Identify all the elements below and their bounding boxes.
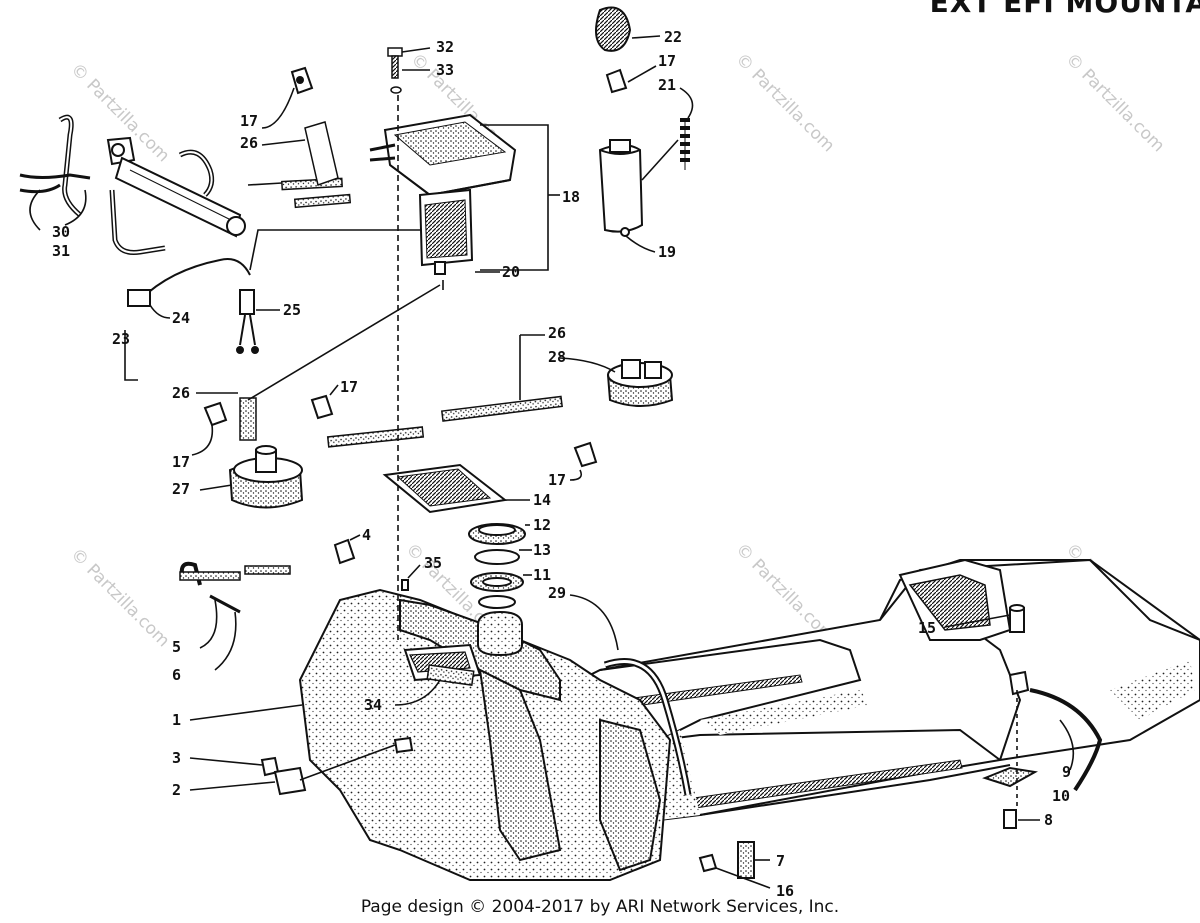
callout-label: 30 xyxy=(52,223,70,241)
callout-label: 13 xyxy=(533,541,551,559)
callout-label: 22 xyxy=(664,28,682,46)
callout-label: 26 xyxy=(240,134,258,152)
gasket-stack xyxy=(382,463,526,609)
fuel-tank xyxy=(298,588,672,881)
callout-label: 18 xyxy=(562,188,580,206)
watermark: © Partzilla.com xyxy=(1061,49,1168,156)
leader-lines xyxy=(29,35,1075,889)
mount-hardware xyxy=(698,604,1103,879)
callout-label: 17 xyxy=(658,52,676,70)
callout-label: 20 xyxy=(502,263,520,281)
hose-clamps xyxy=(203,394,598,468)
callout-label: 15 xyxy=(918,619,936,637)
callout-label: 28 xyxy=(548,348,566,366)
diagram-title: EXT EFI MOUNTA xyxy=(929,0,1200,19)
callout-labels: 32 33 22 17 21 17 26 18 19 30 31 20 24 2… xyxy=(52,28,1071,900)
vent-fittings xyxy=(179,538,409,614)
fuel-pump-module xyxy=(369,113,517,275)
in-tank-pump xyxy=(595,6,690,237)
watermark: © Partzilla.com xyxy=(731,49,838,156)
callout-label: 2 xyxy=(172,781,181,799)
callout-label: 10 xyxy=(1052,787,1070,805)
callout-label: 14 xyxy=(533,491,551,509)
callout-label: 1 xyxy=(172,711,181,729)
callout-label: 17 xyxy=(172,453,190,471)
callout-label: 9 xyxy=(1062,763,1071,781)
callout-label: 33 xyxy=(436,61,454,79)
connecting-hoses xyxy=(239,395,563,448)
callout-label: 29 xyxy=(548,584,566,602)
throttle-body-27 xyxy=(228,445,304,509)
callout-label: 16 xyxy=(776,882,794,900)
fuel-rail-assembly xyxy=(19,114,246,255)
callout-label: 35 xyxy=(424,554,442,572)
watermark: © Partzilla.com xyxy=(66,544,173,651)
throttle-body-28 xyxy=(606,359,674,407)
callout-label: 8 xyxy=(1044,811,1053,829)
callout-label: 26 xyxy=(548,324,566,342)
wiring-harness xyxy=(127,258,259,354)
callout-label: 34 xyxy=(364,696,382,714)
callout-label: 24 xyxy=(172,309,190,327)
callout-label: 7 xyxy=(776,852,785,870)
tank-cushion xyxy=(426,664,475,686)
callout-label: 6 xyxy=(172,666,181,684)
callout-label: 17 xyxy=(340,378,358,396)
callout-label: 26 xyxy=(172,384,190,402)
callout-label: 23 xyxy=(112,330,130,348)
callout-label: 31 xyxy=(52,242,70,260)
drain-fitting xyxy=(260,736,414,796)
callout-label: 11 xyxy=(533,566,551,584)
copyright-footer: Page design © 2004-2017 by ARI Network S… xyxy=(360,897,840,917)
callout-label: 19 xyxy=(658,243,676,261)
callout-label: 27 xyxy=(172,480,190,498)
callout-label: 12 xyxy=(533,516,551,534)
callout-label: 21 xyxy=(658,76,676,94)
hose-segments xyxy=(281,121,352,209)
bolt xyxy=(387,47,403,94)
callout-label: 17 xyxy=(548,471,566,489)
callout-label: 3 xyxy=(172,749,181,767)
callout-label: 25 xyxy=(283,301,301,319)
callout-label: 4 xyxy=(362,526,371,544)
callout-label: 5 xyxy=(172,638,181,656)
callout-label: 32 xyxy=(436,38,454,56)
callout-label: 17 xyxy=(240,112,258,130)
